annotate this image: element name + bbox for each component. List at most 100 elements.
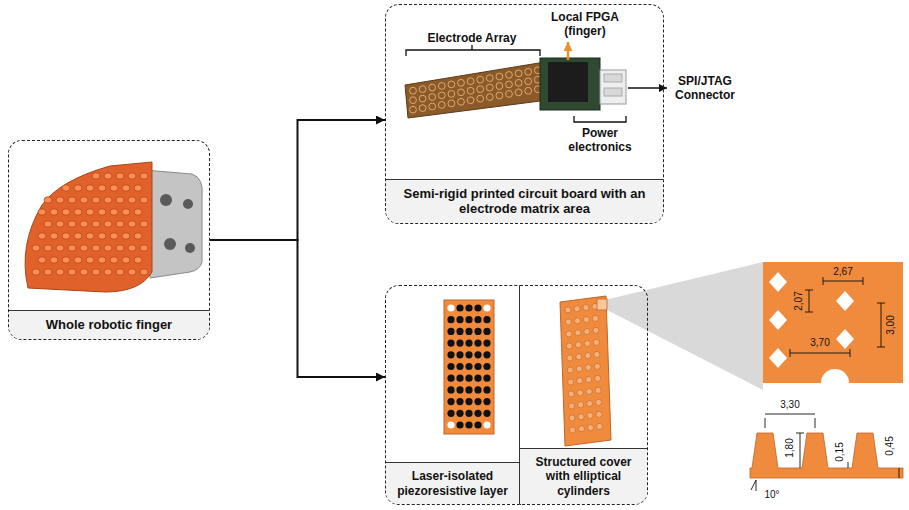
electrode xyxy=(515,79,522,86)
cover-cylinder xyxy=(565,307,571,313)
sensor-dot xyxy=(447,410,454,417)
sensor-dot xyxy=(465,328,472,335)
cover-bump xyxy=(140,269,148,275)
cover-bump xyxy=(74,185,82,191)
panel-box: Whole robotic finger xyxy=(8,140,210,340)
part-label: SPI/JTAG Connector xyxy=(668,74,742,103)
frame-hole xyxy=(164,238,176,250)
cover-bump xyxy=(44,245,52,251)
cover-bump xyxy=(104,245,112,251)
cover-bump xyxy=(86,257,94,263)
cover-cylinder xyxy=(578,414,584,420)
cover-bump xyxy=(116,221,124,227)
sensor-dot xyxy=(447,375,454,382)
electrode xyxy=(486,84,493,91)
sensor-dot xyxy=(483,363,490,370)
cover-bump xyxy=(56,245,64,251)
cover-bump xyxy=(104,269,112,275)
part-label: Local FPGA (finger) xyxy=(543,10,627,39)
cover-cylinder xyxy=(592,315,598,321)
sensor-dot xyxy=(474,421,481,428)
frame-hole xyxy=(183,199,193,209)
sensor-dot xyxy=(456,316,463,323)
part-label: Electrode Array xyxy=(428,31,517,45)
cover-bump xyxy=(122,209,130,215)
sensor-dot xyxy=(456,340,463,347)
sensor-dot xyxy=(447,340,454,347)
sensor-dot xyxy=(474,363,481,370)
cover-cylinder xyxy=(583,305,589,311)
sensor-dot xyxy=(447,386,454,393)
cover-bump xyxy=(38,209,46,215)
cover-cylinder xyxy=(585,365,591,371)
cover-bump xyxy=(44,269,52,275)
electrode xyxy=(410,97,417,104)
cover-cylinder xyxy=(566,331,572,337)
connector-arrow xyxy=(210,120,385,240)
caption-box: Laser-isolated piezoresistive layer xyxy=(386,462,519,504)
cover-bump xyxy=(98,185,106,191)
cover-cylinder xyxy=(588,425,594,431)
leader-arrow xyxy=(567,42,570,60)
pcb-board xyxy=(540,58,600,110)
cover-cylinder xyxy=(594,363,600,369)
electrode xyxy=(486,75,493,82)
cover-bump xyxy=(68,269,76,275)
cover-dots xyxy=(565,303,603,433)
panel-box: Semi-rigid printed circuit board with an… xyxy=(385,4,664,224)
sensor-dot xyxy=(483,316,490,323)
cover-bump xyxy=(80,269,88,275)
cover-bump xyxy=(62,209,70,215)
cover-bump xyxy=(98,209,106,215)
cover-bump xyxy=(116,197,124,203)
cover-bump xyxy=(116,269,124,275)
electrode xyxy=(419,105,426,112)
sensor-dot xyxy=(474,386,481,393)
cover-bump xyxy=(134,209,142,215)
electrode xyxy=(458,79,465,86)
connector-pin xyxy=(604,88,622,96)
cover-bump xyxy=(92,245,100,251)
cover-cylinder xyxy=(567,367,573,373)
sensor-dot xyxy=(447,351,454,358)
cover-cylinder xyxy=(576,354,582,360)
sensor-dot xyxy=(483,304,490,311)
sensor-dot xyxy=(456,328,463,335)
sensor-dot xyxy=(465,363,472,370)
electrode xyxy=(496,73,503,80)
cover-cylinder xyxy=(594,351,600,357)
caption-box: Semi-rigid printed circuit board with an… xyxy=(386,179,663,223)
cover-cylinder xyxy=(587,413,593,419)
sensor-dot xyxy=(474,398,481,405)
cover-bump xyxy=(56,269,64,275)
sensor-dot xyxy=(483,340,490,347)
sensor-dot xyxy=(465,398,472,405)
electrode xyxy=(467,78,474,85)
cover-bump xyxy=(92,173,100,179)
cover-cylinder xyxy=(579,426,585,432)
sensor-dot xyxy=(465,316,472,323)
connector xyxy=(600,70,626,104)
zoom-area xyxy=(597,299,607,310)
cover-bump xyxy=(86,233,94,239)
cover-bump xyxy=(38,233,46,239)
electrode-dots xyxy=(410,67,542,113)
dimension-value: 2,07 xyxy=(793,291,805,310)
cover-bump xyxy=(122,233,130,239)
cover-bump xyxy=(110,209,118,215)
cover-bump xyxy=(32,269,40,275)
cover-cylinder xyxy=(568,379,574,385)
frame-hole xyxy=(160,194,172,206)
cover-cylinder xyxy=(578,402,584,408)
electrode xyxy=(429,94,436,101)
cover-bumps xyxy=(32,173,148,275)
electrode xyxy=(477,95,484,102)
cover-bump xyxy=(122,257,130,263)
connector-arrow xyxy=(210,240,385,377)
fpga-chip xyxy=(548,62,588,102)
cover-cylinder xyxy=(574,318,580,324)
cover-bump xyxy=(116,173,124,179)
sensor-dot xyxy=(456,386,463,393)
cover-cylinder xyxy=(577,378,583,384)
electrode xyxy=(467,87,474,94)
